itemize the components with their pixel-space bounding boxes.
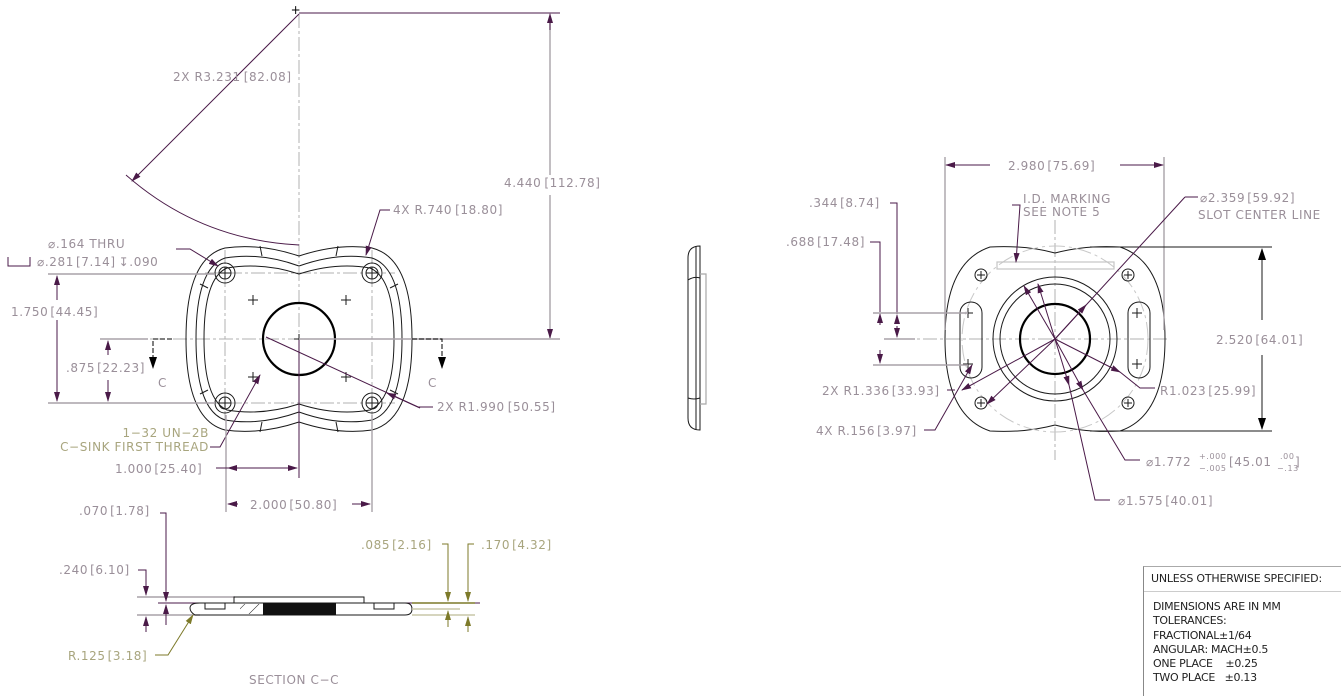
note-line: DIMENSIONS ARE IN MM [1153,600,1281,613]
section-arrow-right [412,338,446,369]
bore-metric-plus: .00 [1280,452,1295,461]
mounting-hole [361,392,383,414]
id-marking-line2: SEE NOTE 5 [1023,205,1100,219]
outer-radius-label: 2X R3.231[82.08] [173,70,292,84]
thread-csink-label: C−SINK FIRST THREAD [60,440,209,454]
tolerance-notes-block: UNLESS OTHERWISE SPECIFIED: DIMENSIONS A… [1143,566,1341,696]
slot-diameter-label: ⌀2.359[59.92] [1200,191,1295,205]
slot-left [959,301,983,379]
bore-metric-close: ] [1295,455,1300,469]
mounting-hole [361,262,383,284]
horizontal-half-label: 1.000[25.40] [115,462,202,476]
plate-thickness-label: .070[1.78] [79,504,150,518]
id-marking-area [996,261,1115,270]
thread-spec-label: 1−32 UN−2B [123,426,209,440]
rear-view: 2.980[75.69] I.D. MARKING SEE NOTE 5 ⌀2.… [786,157,1321,508]
depth-a-label: .085[2.16] [361,538,432,552]
notes-body: DIMENSIONS ARE IN MM TOLERANCES: FRACTIO… [1144,592,1341,686]
note-line: FRACTIONAL±1/64 [1153,628,1252,642]
hole-cbore-label: ⌀.281[7.14]↧.090 [37,255,158,269]
rear-height-label: 2.520[64.01] [1216,333,1303,347]
slot-offset-a-label: .344[8.74] [809,196,880,210]
corner-radius-label: 4X R.740[18.80] [393,203,503,217]
bore-metric-label: [45.01 [1229,455,1272,469]
section-body [189,602,413,616]
mounting-hole [214,262,236,284]
side-radius-label: 2X R1.990[50.55] [437,400,556,414]
id-marking-line1: I.D. MARKING [1023,192,1111,206]
outer-radius-arc [125,174,300,246]
overall-height-label: 4.440[112.78] [504,176,601,190]
vertical-spacing-label: 1.750[44.45] [11,305,98,319]
inner-arc-radius-label: R1.023[25.99] [1160,384,1256,398]
front-view: + [7,3,601,512]
slot-radius-label: 4X R.156[3.97] [816,424,917,438]
pilot-diameter-label: ⌀1.575[40.01] [1118,494,1213,508]
depth-b-label: .170[4.32] [481,538,552,552]
section-label-left: C [158,376,167,390]
note-line: ANGULAR: MACH±0.5 [1153,642,1269,656]
hole-thru-label: ⌀.164 THRU [48,237,125,251]
note-line: ONE PLACE ±0.25 [1153,657,1258,671]
svg-text:+: + [291,3,302,17]
outer-arc-radius-label: 2X R1.336[33.93] [822,384,940,398]
vertical-half-label: .875[22.23] [66,361,145,375]
section-view: .070[1.78] .240[6.10] R.125[3.18] .085[2… [59,504,552,687]
side-view [687,245,707,431]
section-arrow-left [149,338,172,369]
horizontal-spacing-label: 2.000[50.80] [250,498,337,512]
slot-centerline-note: SLOT CENTER LINE [1198,208,1321,222]
total-thickness-label: .240[6.10] [59,563,130,577]
section-title: SECTION C−C [249,673,339,687]
rear-width-label: 2.980[75.69] [1008,159,1095,173]
notes-heading: UNLESS OTHERWISE SPECIFIED: [1144,567,1341,592]
bore-metric-minus: −.13 [1277,464,1299,473]
note-line: TWO PLACE ±0.13 [1153,671,1257,685]
section-label-right: C [428,376,437,390]
slot-offset-b-label: .688[17.48] [786,235,865,249]
thread-fill [263,603,336,615]
rear-center-bore [1018,302,1092,376]
bore-tol-minus: −.005 [1199,464,1227,473]
note-line: TOLERANCES: [1153,614,1227,628]
bore-diameter-label: ⌀1.772 [1146,455,1191,469]
slot-right [1127,301,1151,379]
bore-tol-plus: +.000 [1199,452,1227,461]
edge-radius-label: R.125[3.18] [68,649,147,663]
